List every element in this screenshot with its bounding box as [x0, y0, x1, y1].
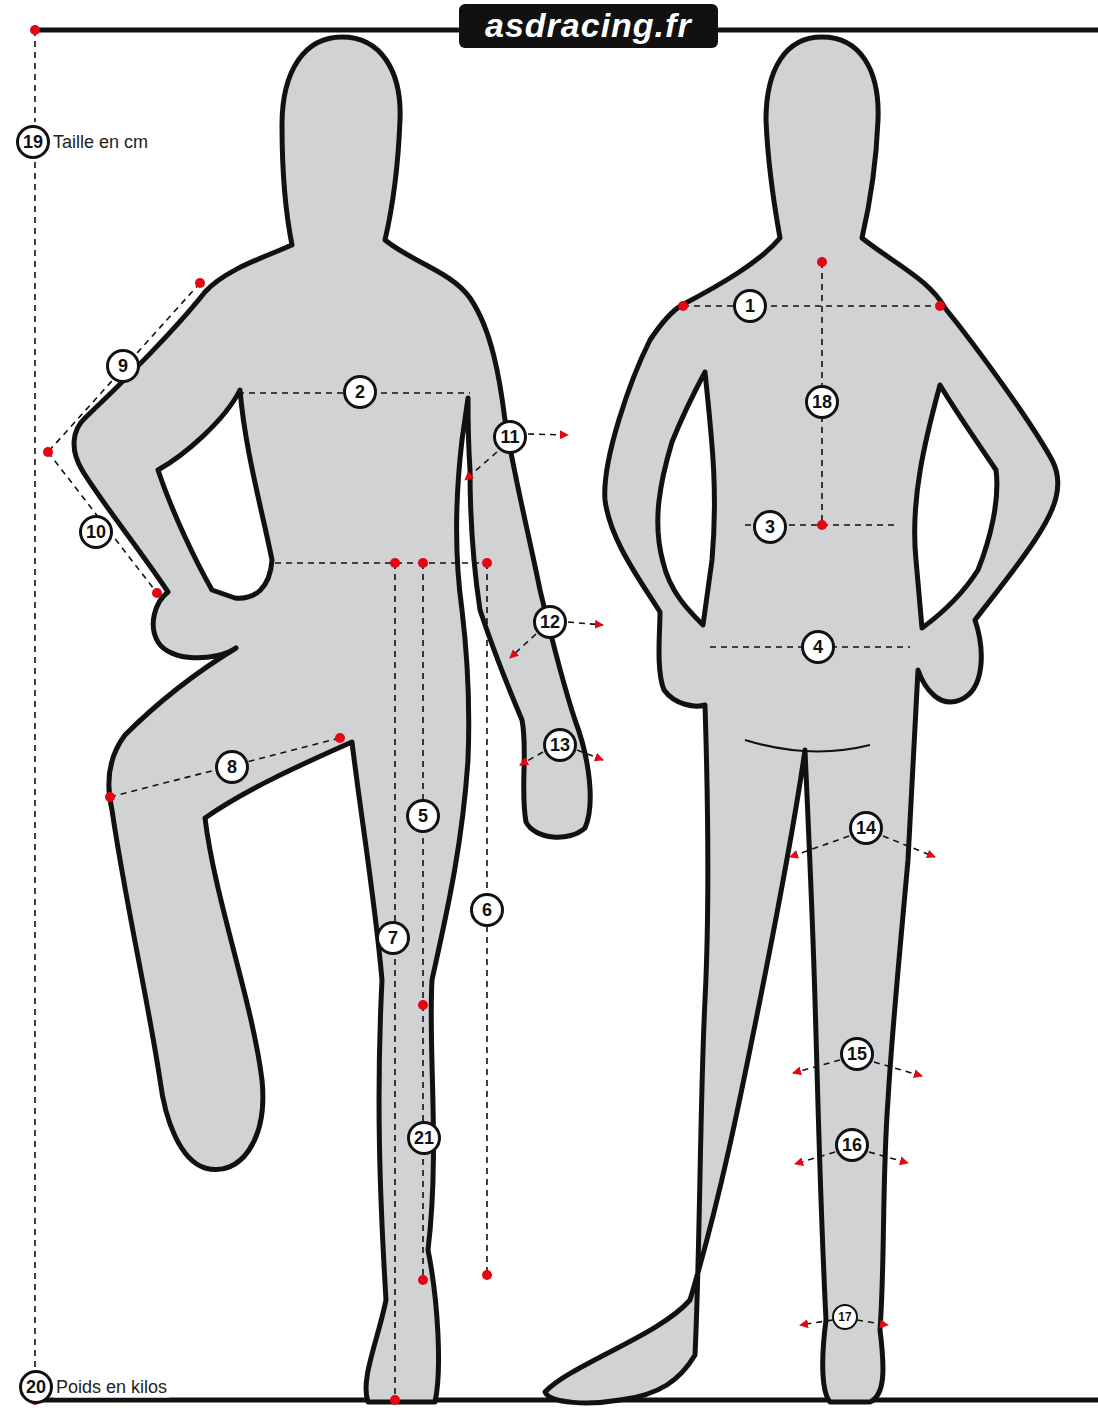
arm-gap	[658, 372, 715, 625]
measure-line	[275, 562, 487, 564]
arm-gap	[915, 385, 997, 628]
girth-arrow	[528, 434, 568, 435]
measure-label: Poids en kilos	[54, 1377, 169, 1398]
measure-line	[48, 283, 200, 452]
callout-number-text: 21	[414, 1129, 434, 1147]
callout-number: 3	[753, 510, 787, 544]
callout-number: 12	[533, 605, 567, 639]
callout-number: 17	[832, 1304, 858, 1330]
front-figure	[74, 37, 590, 1402]
girth-arrow	[790, 836, 849, 857]
callout-number-text: 6	[482, 901, 492, 919]
callout-number: 16	[835, 1128, 869, 1162]
girth-arrow	[857, 1320, 888, 1325]
callout-number-text: 8	[227, 758, 237, 776]
callout-number-text: 15	[847, 1045, 867, 1063]
callout-number-text: 9	[118, 357, 128, 375]
girth-arrow	[869, 1152, 908, 1163]
callout-number-text: 14	[856, 819, 876, 837]
callout-number: 2	[343, 375, 377, 409]
measure-point	[418, 1275, 428, 1285]
callout-number: 8	[215, 750, 249, 784]
callout-number: 21	[407, 1121, 441, 1155]
measure-line	[422, 563, 424, 1005]
callout-number: 10	[79, 515, 113, 549]
callout-number: 11	[493, 420, 527, 454]
callout-number: 6	[470, 893, 504, 927]
girth-arrow	[465, 452, 497, 480]
measure-line	[110, 738, 340, 797]
measure-point	[390, 558, 400, 568]
callout-number-text: 4	[813, 638, 823, 656]
measure-point	[30, 25, 40, 35]
callout-number: 14	[849, 811, 883, 845]
callout-number: 18	[805, 385, 839, 419]
measure-line	[394, 563, 396, 1400]
girth-arrow	[874, 1062, 922, 1076]
girth-arrow	[883, 836, 935, 857]
callout-number-text: 3	[765, 518, 775, 536]
arm-gap	[158, 390, 272, 598]
measure-point	[43, 447, 53, 457]
measure-point	[935, 301, 945, 311]
measure-line	[34, 30, 36, 122]
callout-number: 4	[801, 630, 835, 664]
callout-number-text: 10	[86, 523, 106, 541]
callout-number-text: 5	[418, 807, 428, 825]
measure-point	[418, 1000, 428, 1010]
girth-arrow	[510, 634, 536, 658]
callout-number-text: 7	[388, 929, 398, 947]
measure-point	[678, 301, 688, 311]
logo-title: asdracing.fr	[459, 4, 718, 48]
callout-number-text: 12	[540, 613, 560, 631]
girth-arrow	[568, 622, 603, 625]
callout-number: 5	[406, 799, 440, 833]
callout-number-text: 17	[838, 1311, 851, 1323]
callout-number: 7	[376, 921, 410, 955]
measure-point	[152, 588, 162, 598]
girth-arrow	[800, 1320, 833, 1325]
measure-point	[817, 520, 827, 530]
callout-number-text: 20	[26, 1378, 46, 1396]
callout-number-text: 19	[23, 133, 43, 151]
callout-number: 9	[106, 349, 140, 383]
callout-number-text: 2	[355, 383, 365, 401]
callout-number-text: 18	[812, 393, 832, 411]
measure-line	[34, 162, 36, 1367]
measure-point	[482, 1270, 492, 1280]
callout-number: 19Taille en cm	[16, 125, 50, 159]
callout-number-text: 13	[550, 736, 570, 754]
callout-number: 15	[840, 1037, 874, 1071]
girth-arrow	[577, 750, 603, 760]
measure-line	[683, 305, 940, 307]
measure-line	[48, 452, 157, 593]
callout-number: 13	[543, 728, 577, 762]
girth-arrow	[793, 1060, 840, 1073]
callout-number-text: 11	[500, 428, 519, 446]
measure-point	[335, 733, 345, 743]
girth-arrow	[795, 1152, 835, 1164]
callout-number: 20Poids en kilos	[19, 1370, 53, 1404]
measure-point	[817, 257, 827, 267]
seat-seam	[745, 740, 870, 751]
callout-number: 1	[733, 289, 767, 323]
callout-number-text: 1	[745, 297, 755, 315]
measure-point	[482, 558, 492, 568]
callout-number-text: 16	[842, 1136, 862, 1154]
measure-point	[418, 558, 428, 568]
measure-point	[390, 1395, 400, 1405]
measure-point	[105, 792, 115, 802]
back-figure	[545, 37, 1058, 1403]
girth-arrow	[520, 752, 543, 765]
measure-label: Taille en cm	[51, 132, 150, 153]
measure-point	[195, 278, 205, 288]
